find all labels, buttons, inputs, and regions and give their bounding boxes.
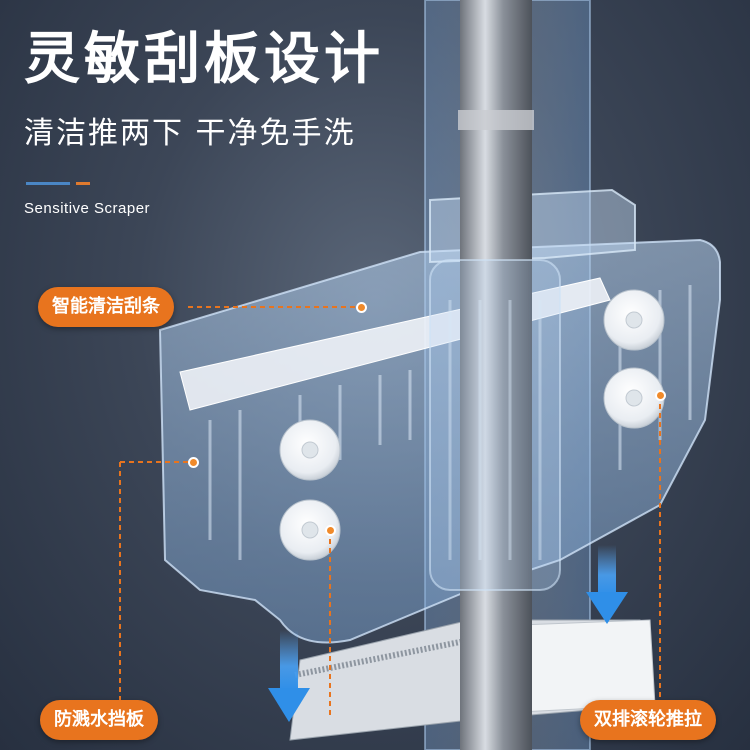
- callout-double-rollers: 双排滚轮推拉: [580, 700, 716, 740]
- callout-dot-scraper: [356, 302, 367, 313]
- headline: 灵敏刮板设计: [24, 27, 384, 92]
- callout-dot-wheel-left: [325, 525, 336, 536]
- sponge-pad: [519, 619, 656, 713]
- callout-splash-guard: 防溅水挡板: [40, 700, 158, 740]
- subline: 清洁推两下 干净免手洗: [24, 116, 356, 151]
- callout-scraper-strip: 智能清洁刮条: [38, 287, 174, 327]
- callout-dot-wheel-right: [655, 390, 666, 401]
- accent-bar-blue: [26, 182, 70, 185]
- leader-splash: [119, 461, 193, 700]
- push-arrow-left: [268, 630, 310, 722]
- caption: Sensitive Scraper: [24, 200, 151, 217]
- roller-wheels: [279, 289, 665, 561]
- accent-bar-orange: [76, 182, 90, 185]
- callout-dot-splash: [188, 457, 199, 468]
- push-arrow-right: [586, 545, 628, 624]
